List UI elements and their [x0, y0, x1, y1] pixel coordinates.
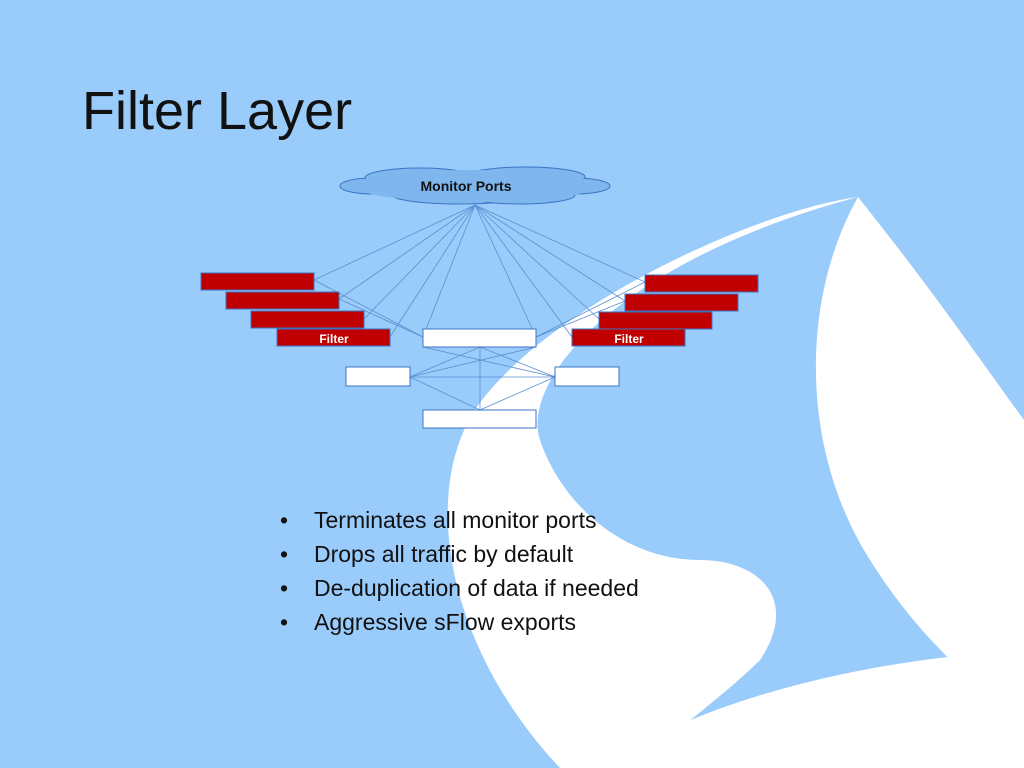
left-box	[345, 366, 411, 387]
link	[409, 346, 481, 378]
filter-box	[571, 328, 686, 347]
center-box	[422, 328, 537, 348]
link	[409, 376, 481, 411]
filter-left-label: Filter	[319, 332, 349, 346]
swoosh-tail	[600, 650, 1024, 768]
link	[474, 204, 537, 338]
link	[474, 204, 573, 338]
link	[313, 204, 476, 281]
link	[363, 204, 476, 320]
monitor-ports-cloud: Monitor Ports	[339, 166, 611, 205]
link	[474, 204, 646, 283]
cloud-links	[313, 204, 646, 411]
cloud-label: Monitor Ports	[421, 178, 512, 194]
link	[389, 204, 476, 338]
link	[422, 346, 556, 378]
link	[479, 376, 556, 411]
link	[474, 204, 626, 302]
bullet-item: De-duplication of data if needed	[280, 571, 639, 605]
link	[535, 300, 626, 338]
filter-box	[644, 274, 759, 293]
filter-right-label: Filter	[614, 332, 644, 346]
right-box	[554, 366, 620, 387]
left-filter-stack: Filter	[200, 272, 391, 347]
link	[338, 204, 476, 300]
bullet-item: Aggressive sFlow exports	[280, 605, 639, 639]
filter-box	[200, 272, 315, 291]
bullet-item: Drops all traffic by default	[280, 537, 639, 571]
link	[474, 204, 600, 320]
filter-box	[225, 291, 340, 310]
link	[479, 346, 556, 378]
link	[535, 281, 646, 338]
right-filter-stack: Filter	[571, 274, 759, 347]
filter-box	[624, 293, 739, 312]
link	[422, 204, 476, 338]
bullet-list: Terminates all monitor ports Drops all t…	[280, 503, 639, 639]
slide-title: Filter Layer	[82, 81, 353, 141]
bullet-item: Terminates all monitor ports	[280, 503, 639, 537]
link	[313, 279, 424, 338]
bottom-box	[422, 409, 537, 429]
link	[409, 346, 537, 378]
link	[338, 298, 424, 338]
filter-box	[276, 328, 391, 347]
filter-box	[250, 310, 365, 329]
filter-box	[598, 311, 713, 330]
